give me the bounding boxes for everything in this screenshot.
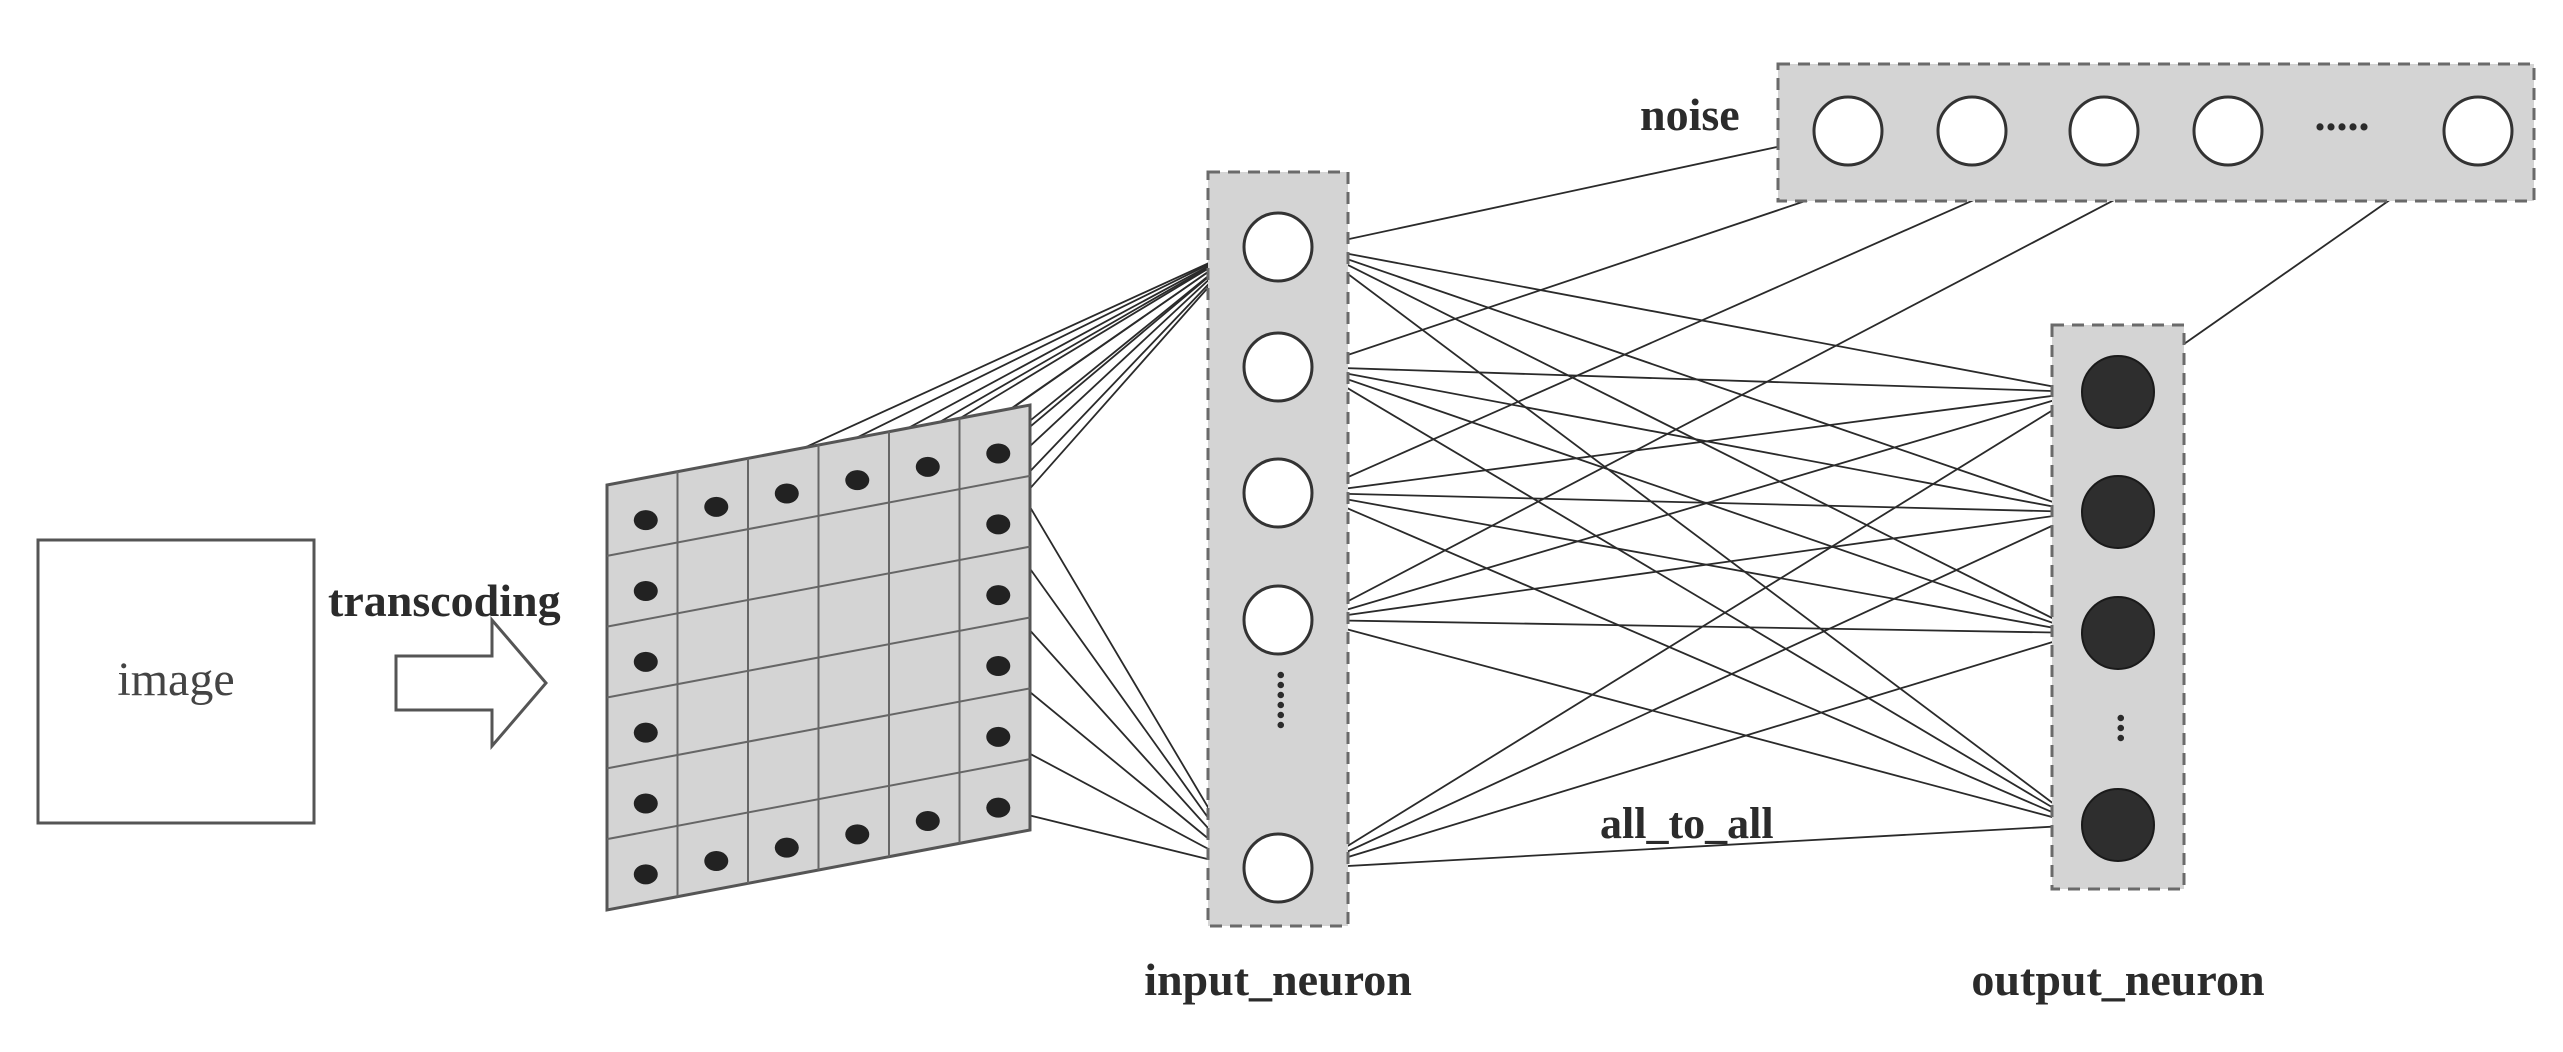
input-to-output-connection bbox=[1311, 619, 2083, 634]
grid-dot bbox=[704, 496, 729, 517]
grid-row-line bbox=[606, 474, 1031, 557]
output-neuron bbox=[2081, 355, 2155, 429]
input-to-output-connection bbox=[1311, 391, 2083, 869]
output-ellipsis: ... bbox=[2109, 713, 2154, 743]
input-to-output-connection bbox=[1311, 391, 2083, 621]
input-to-output-connection bbox=[1311, 492, 2083, 826]
grid-to-input-connection bbox=[997, 594, 1245, 869]
input-neuron bbox=[1242, 584, 1314, 656]
grid-dot bbox=[774, 837, 799, 858]
input-to-output-connection bbox=[1311, 391, 2083, 494]
grid-dot bbox=[774, 483, 799, 504]
input-neuron bbox=[1242, 457, 1314, 529]
input-ellipsis: ...... bbox=[1269, 670, 1314, 730]
grid-dot bbox=[986, 797, 1011, 818]
grid-dot bbox=[986, 443, 1011, 464]
noise-neuron bbox=[2442, 95, 2514, 167]
grid-dot bbox=[915, 811, 940, 831]
grid-dot bbox=[633, 510, 658, 531]
grid-dot bbox=[986, 656, 1011, 676]
grid-to-input-connection bbox=[997, 523, 1245, 869]
input-neuron bbox=[1242, 331, 1314, 403]
noise-label: noise bbox=[1640, 89, 1740, 140]
input-to-output-connection bbox=[1311, 492, 2083, 634]
output-neuron bbox=[2081, 596, 2155, 670]
grid-to-input-connection bbox=[997, 736, 1245, 869]
transcoding-arrow bbox=[394, 615, 548, 751]
noise-connection bbox=[1311, 152, 2081, 494]
grid-dot bbox=[704, 851, 729, 871]
input-to-output-connection bbox=[1311, 632, 2083, 869]
grid-to-input-connection bbox=[997, 246, 1245, 455]
grid-row-line bbox=[606, 687, 1031, 770]
grid-dot bbox=[633, 651, 658, 672]
noise-neuron bbox=[2068, 95, 2140, 167]
grid-dot bbox=[986, 514, 1011, 535]
noise-neuron bbox=[1812, 95, 1884, 167]
input-to-output-connection bbox=[1311, 492, 2083, 513]
image-label: image bbox=[117, 653, 234, 706]
noise-neuron bbox=[1936, 95, 2008, 167]
noise-ellipsis: ..... bbox=[2315, 91, 2370, 140]
output-neuron bbox=[2081, 475, 2155, 549]
input-neuron bbox=[1242, 211, 1314, 283]
input-to-output-connection bbox=[1311, 246, 2083, 826]
input-neuron-layer bbox=[1242, 211, 1314, 904]
grid-to-input-connection bbox=[997, 453, 1245, 869]
noise-panel bbox=[1776, 62, 2536, 203]
input-to-output-connection bbox=[1311, 619, 2083, 826]
grid-dot bbox=[633, 581, 658, 601]
input-neuron bbox=[1242, 832, 1314, 904]
grid-to-input-connection bbox=[997, 246, 1245, 525]
grid-dot bbox=[845, 470, 870, 491]
image-box bbox=[36, 538, 316, 825]
output-neuron-label: output_neuron bbox=[1971, 954, 2264, 1005]
grid-row-line bbox=[606, 758, 1031, 841]
grid-to-input-connection bbox=[998, 806, 1245, 869]
grid-dot bbox=[633, 864, 658, 885]
input-to-output-connection bbox=[1311, 511, 2083, 869]
input-to-output-connection bbox=[1311, 366, 2083, 826]
output-neuron-layer bbox=[2081, 355, 2155, 862]
output-neuron bbox=[2081, 788, 2155, 862]
noise-neuron bbox=[2192, 95, 2264, 167]
grid-to-input-connection bbox=[997, 665, 1245, 869]
noise-connection bbox=[1311, 152, 2205, 621]
grid-dot bbox=[633, 793, 658, 814]
all-to-all-label: all_to_all bbox=[1600, 799, 1774, 848]
grid-dot bbox=[986, 585, 1011, 606]
noise-connection bbox=[1311, 138, 1815, 248]
input-to-output-connection bbox=[1311, 366, 2083, 513]
transcoding-label: transcoding bbox=[328, 575, 561, 626]
input-to-output-connection bbox=[1311, 246, 2083, 393]
noise-neuron-layer bbox=[1812, 95, 2514, 167]
grid-dot bbox=[915, 456, 940, 477]
grid-dot bbox=[986, 726, 1011, 747]
grid-row-line bbox=[606, 545, 1031, 628]
input-neuron-label: input_neuron bbox=[1144, 954, 1412, 1005]
input-to-output-connection bbox=[1311, 511, 2083, 621]
grid-row-line bbox=[606, 616, 1031, 699]
input-to-output-connection bbox=[1311, 366, 2083, 393]
input-to-output-connection bbox=[1311, 366, 2083, 634]
grid-dot bbox=[845, 824, 870, 845]
input-neuron-panel bbox=[1206, 170, 1350, 928]
transcoded-grid bbox=[605, 403, 1032, 912]
input-to-output-connection bbox=[1311, 824, 2083, 869]
grid-dot bbox=[633, 722, 658, 743]
